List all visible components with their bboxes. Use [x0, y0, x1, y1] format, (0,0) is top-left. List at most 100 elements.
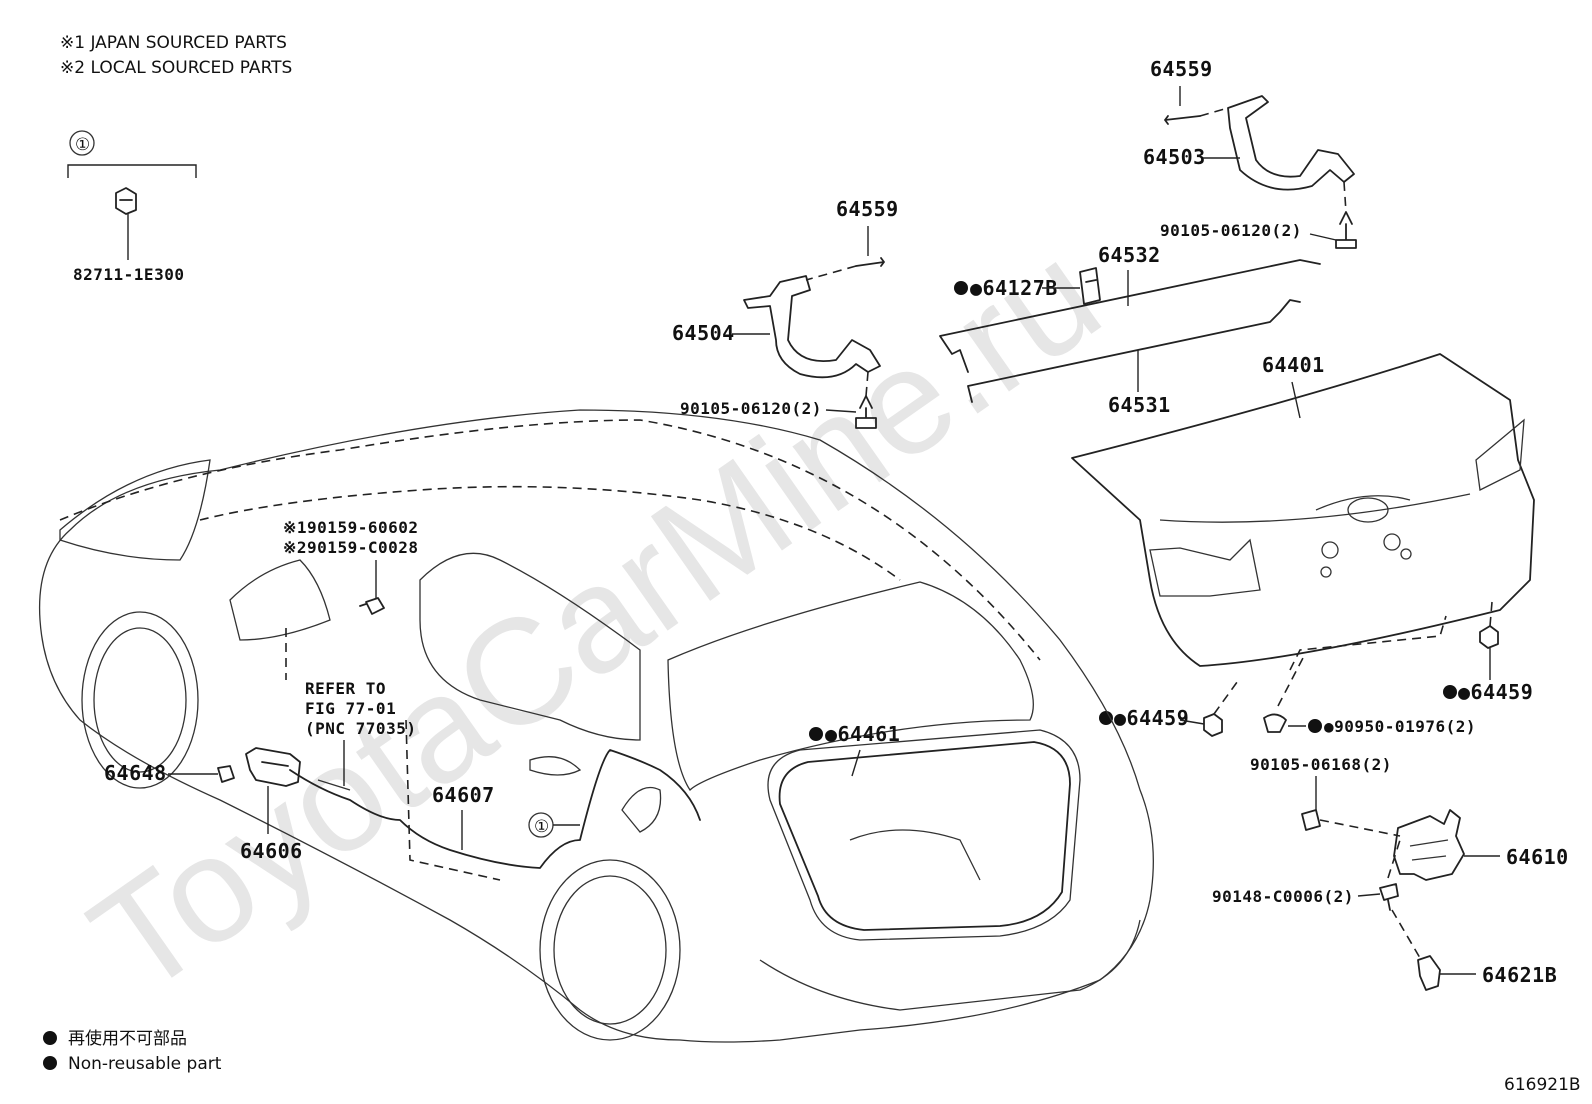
legend-jp-text: 再使用不可部品: [68, 1028, 187, 1049]
trunk-lid-64401-part: [1071, 353, 1535, 667]
bolt-90105-left-part: [855, 395, 877, 429]
trunk-lid-inner-line: [1159, 493, 1471, 523]
trunk-lid-hole-1: [1321, 541, 1339, 559]
leader-64459-left: [1179, 719, 1205, 725]
callout-group-1: ① 82711-1E300: [67, 130, 197, 284]
label-64531: 64531: [1108, 393, 1171, 417]
dashed-harness-2: [405, 719, 501, 881]
car-roof-dashed: [59, 419, 1041, 661]
door-handle-outline: [529, 756, 582, 776]
non-reusable-mark-64127B: [954, 281, 968, 295]
hinge-64504-group: 64559 64504 90105-06120(2): [672, 197, 899, 429]
label-64559-top: 64559: [1150, 57, 1213, 81]
hinge-64503-group: 64559 64503 90105-06120(2): [1143, 57, 1357, 249]
pin-64559-right: [1164, 115, 1201, 125]
car-roofline-dashed: [199, 485, 901, 581]
label-82711-1E300: 82711-1E300: [73, 265, 184, 284]
non-reusable-mark-64459-left: [1099, 711, 1113, 725]
dash-lock-bolt: [1319, 819, 1401, 837]
screw-90950-group: ●90950-01976(2): [1263, 615, 1476, 736]
pin-64559-left: [855, 257, 885, 267]
hinge-64504-part: [743, 275, 881, 379]
trunk-lid-left-opening: [1149, 538, 1261, 597]
fuel-door-outline: [621, 786, 662, 833]
wire-harness-64607-part: [289, 749, 701, 869]
dash-pin-hinge-right: [1199, 107, 1229, 117]
dash-pin-hinge-left: [805, 265, 857, 281]
dash-striker: [1391, 909, 1421, 959]
label-90950-01976: ●90950-01976(2): [1324, 717, 1476, 736]
figure-id: 616921B: [1504, 1075, 1581, 1095]
torsion-bar-64531-part: [967, 299, 1301, 403]
legend-bullet-en: [43, 1056, 57, 1070]
cushion-64459-left-part: [1203, 713, 1223, 737]
legend-bullet-jp: [43, 1031, 57, 1045]
non-reusable-mark-64461: [809, 727, 823, 741]
callout-bracket: [67, 164, 197, 178]
rear-wheel-outer: [539, 859, 681, 1041]
car-hood-outline: [59, 459, 211, 561]
lock-64610-group: 90105-06168(2) 64610 90148-C0006(2) 6462…: [1212, 755, 1568, 991]
label-90105-06120-left: 90105-06120(2): [680, 399, 822, 418]
label-64621B: 64621B: [1482, 963, 1557, 987]
grommet-90159-group: ※190159-60602 ※290159-C0028: [283, 518, 419, 615]
weatherstrip-64461-part: [778, 741, 1071, 931]
dash-cushion-right: [1489, 601, 1493, 627]
refer-line-2: FIG 77-01: [305, 699, 396, 718]
dash-screw-90950: [1277, 655, 1305, 707]
trunk-wire: [849, 829, 981, 881]
label-64607: 64607: [432, 783, 495, 807]
rear-door-window: [419, 552, 641, 741]
label-64559-left: 64559: [836, 197, 899, 221]
screw-90148-part: [1379, 883, 1399, 911]
refer-line-3: (PNC 77035): [305, 719, 416, 738]
bolt-90105-right-part: [1335, 211, 1357, 249]
hinge-64503-part: [1227, 95, 1355, 191]
trunk-lid-64401-group: 64401: [1071, 353, 1535, 667]
torsion-bar-group: ●64127B 64532 64531: [939, 243, 1321, 417]
label-90105-06168: 90105-06168(2): [1250, 755, 1392, 774]
rear-window-outline: [667, 581, 1034, 792]
car-body-phantom: [38, 409, 1154, 1043]
clip-82711-part: [115, 187, 137, 215]
label-64459-right: ●64459: [1458, 680, 1533, 704]
label-64532: 64532: [1098, 243, 1161, 267]
front-wheel-outer: [81, 611, 199, 789]
screw-90950-part: [1263, 713, 1287, 733]
trunk-lid-hole-4: [1400, 548, 1412, 560]
non-reusable-mark-64459-right: [1443, 685, 1457, 699]
label-64606: 64606: [240, 839, 303, 863]
switch-64648-part: [217, 765, 235, 783]
trunk-lid-emblem-line: [1315, 495, 1411, 511]
label-90105-06120-right: 90105-06120(2): [1160, 221, 1302, 240]
callout-circle: [69, 130, 95, 156]
leader-90148: [1357, 893, 1381, 897]
leader-64461: [851, 749, 861, 777]
car-body-outline: [38, 409, 1154, 1043]
label-64401: 64401: [1262, 353, 1325, 377]
side-mirror-area: [229, 559, 331, 641]
trunk-lid-emblem: [1347, 497, 1389, 523]
torsion-bar-64532-part: [939, 259, 1321, 373]
dash-bolt-left: [865, 371, 869, 397]
opener-64606-part: [245, 747, 301, 787]
cushion-64459-group: ●64459 ●64459: [1099, 601, 1533, 737]
trunk-lid-right-opening: [1475, 418, 1525, 491]
rear-wheel-inner: [553, 875, 667, 1025]
striker-64621B-part: [1417, 955, 1441, 991]
note-local-sourced: ※2 LOCAL SOURCED PARTS: [60, 58, 292, 78]
dash-screw-90148-up: [1387, 839, 1401, 879]
label-64459-left: ●64459: [1114, 706, 1189, 730]
label-90159-C0028: ※290159-C0028: [283, 538, 419, 557]
trunk-opening-outline: [767, 729, 1081, 941]
leader-90105-left: [825, 409, 857, 413]
lock-64610-part: [1393, 809, 1465, 881]
trunk-lid-hole-3: [1320, 566, 1332, 578]
callout-number: ①: [75, 135, 90, 155]
label-90148-C0006: 90148-C0006(2): [1212, 887, 1354, 906]
rear-bumper-line: [759, 919, 1141, 1011]
label-64504: 64504: [672, 321, 735, 345]
refer-line-1: REFER TO: [305, 679, 386, 698]
